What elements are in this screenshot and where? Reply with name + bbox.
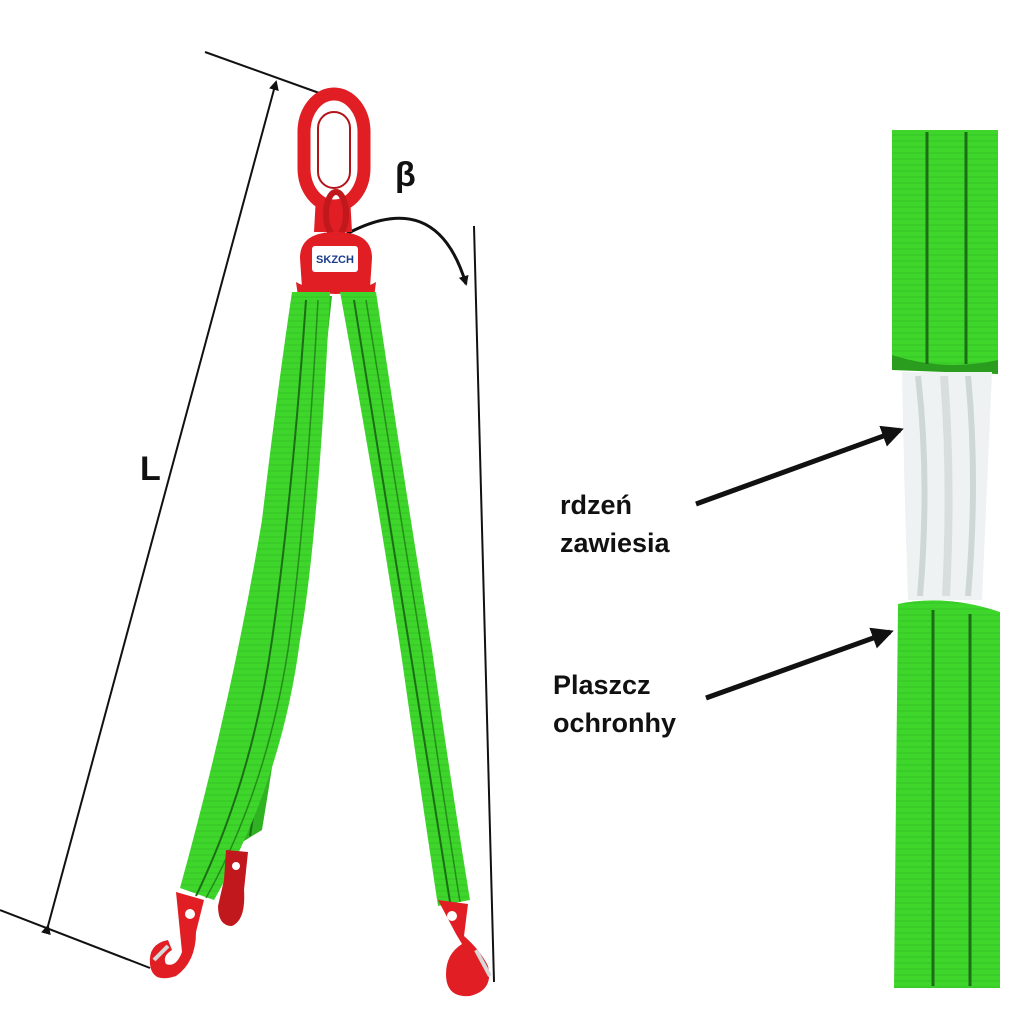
- core-callout-label: rdzeń zawiesia: [560, 486, 670, 562]
- brand-plate-text: SKZCH: [316, 254, 354, 266]
- sling-cross-section: [892, 130, 1000, 988]
- length-extension-bottom: [0, 909, 151, 969]
- sling-leg-left: [180, 292, 330, 900]
- length-extension-top: [204, 51, 323, 95]
- hook-icon: [149, 892, 204, 979]
- hook-icon: [218, 850, 248, 926]
- length-dimension: [0, 51, 323, 969]
- hook-icon: [438, 900, 492, 997]
- angle-label: β: [395, 156, 416, 194]
- cover-upper: [892, 130, 998, 368]
- coupling-body: SKZCH: [296, 232, 376, 302]
- angle-dimension: [333, 216, 495, 983]
- vertical-reference-line: [473, 225, 495, 983]
- cover-callout-arrow-icon: [705, 627, 894, 701]
- master-link-icon: [297, 87, 371, 239]
- length-arrow-icon: [41, 80, 279, 936]
- cover-lower: [894, 600, 1000, 988]
- cover-callout-line2: ochronhy: [553, 708, 677, 738]
- core-callout-line1: rdzeń: [560, 490, 633, 520]
- angle-arc-icon: [333, 216, 469, 286]
- cover-callout-line1: Plaszcz: [553, 670, 651, 700]
- core-callout-line2: zawiesia: [560, 528, 670, 558]
- brand-plate: [312, 246, 358, 272]
- length-label: L: [140, 450, 161, 488]
- sling-leg-right: [340, 292, 470, 906]
- core-callout-arrow-icon: [695, 425, 904, 507]
- cover-callout-label: Plaszcz ochronhy: [553, 666, 676, 742]
